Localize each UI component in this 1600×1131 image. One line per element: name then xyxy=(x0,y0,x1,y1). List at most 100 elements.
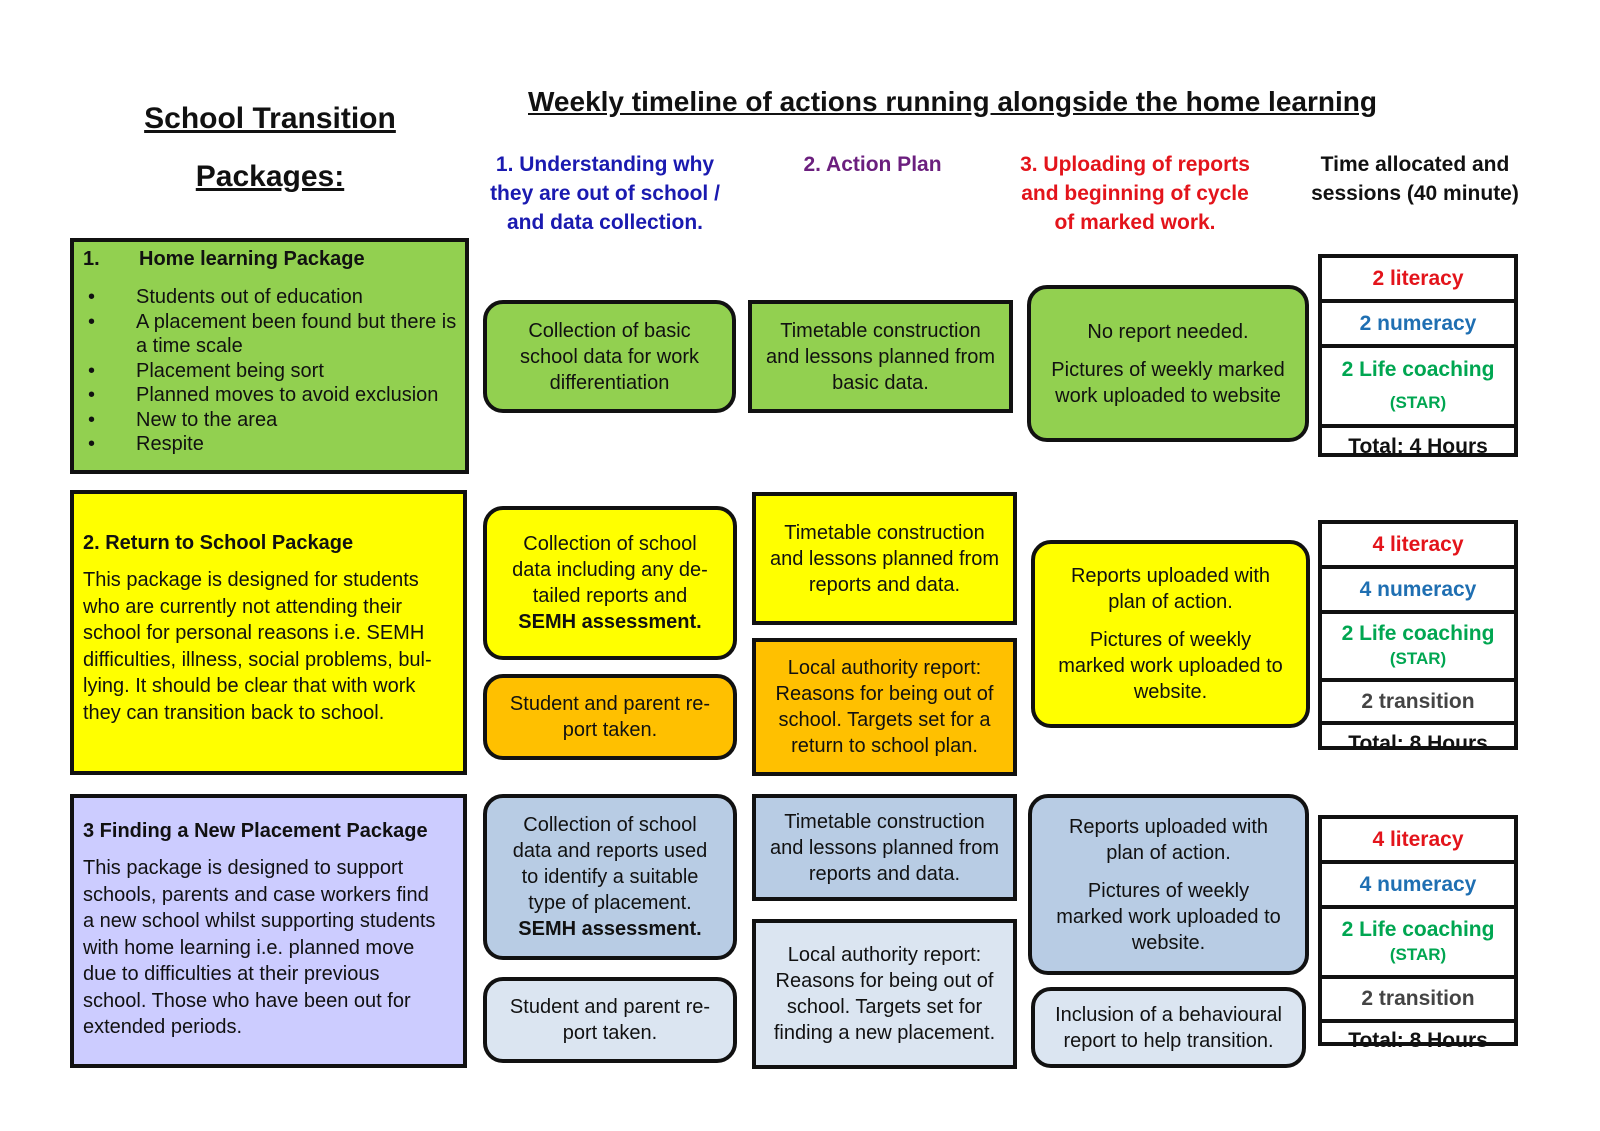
box-line: Reports uploaded with xyxy=(1070,565,1270,587)
box-line: finding a new placement. xyxy=(773,1022,996,1044)
package-3-data-collection-box: Collection of school data and reports us… xyxy=(483,794,737,960)
list-item: Planned moves to avoid exclusion xyxy=(80,383,459,408)
left-title-line2: Packages: xyxy=(195,160,345,193)
desc-line: extended periods. xyxy=(83,1016,243,1038)
box-line: and lessons planned from xyxy=(769,547,1000,570)
package-1-reports-box: No report needed. Pictures of weekly mar… xyxy=(1027,285,1309,442)
package-1-data-collection-box: Collection of basic school data for work… xyxy=(483,300,736,413)
package-3-time-table: 4 literacy 4 numeracy 2 Life coaching (S… xyxy=(1318,815,1518,1052)
time-coaching-label: 2 Life coaching xyxy=(1341,918,1495,941)
column-header-4: Time allocated and sessions (40 minute) xyxy=(1290,150,1540,208)
time-transition-label: 2 transition xyxy=(1361,987,1475,1010)
package-3-title: 3 Finding a New Placement Package xyxy=(83,820,428,842)
desc-line: lying. It should be clear that with work xyxy=(83,675,416,697)
box-line: Inclusion of a behavioural xyxy=(1055,1003,1282,1026)
package-3-behaviour-report-box: Inclusion of a behavioural report to hel… xyxy=(1031,987,1306,1068)
package-2-la-report-box: Local authority report: Reasons for bein… xyxy=(752,638,1017,776)
package-1-box: 1. Home learning Package Students out of… xyxy=(70,238,469,474)
time-coaching-label: 2 Life coaching xyxy=(1341,358,1495,381)
box-line: marked work uploaded to xyxy=(1058,655,1283,677)
time-literacy: 4 literacy xyxy=(1322,524,1514,569)
box-line: Local authority report: xyxy=(787,657,982,679)
box-line: and lessons planned from xyxy=(765,345,996,368)
time-total-label: Total: 4 Hours xyxy=(1348,434,1488,458)
column-header-3-line2: and beginning of cycle xyxy=(1021,182,1249,205)
box-line: Timetable construction xyxy=(784,521,985,544)
time-literacy: 4 literacy xyxy=(1322,819,1514,864)
column-header-1-line3: and data collection. xyxy=(506,211,704,234)
time-numeracy: 4 numeracy xyxy=(1322,569,1514,614)
box-line: differentiation xyxy=(549,371,670,394)
package-1-bullets: Students out of education A placement be… xyxy=(80,285,459,457)
column-header-3-line1: 3. Uploading of reports xyxy=(1020,153,1250,176)
box-line: Pictures of weekly xyxy=(1087,879,1250,902)
box-line: No report needed. xyxy=(1087,320,1249,343)
time-numeracy-label: 2 numeracy xyxy=(1359,311,1477,335)
list-item: Placement being sort xyxy=(80,359,459,384)
desc-line: This package is designed for students xyxy=(83,569,419,591)
box-line: Timetable construction xyxy=(780,319,981,342)
box-line: tailed reports and xyxy=(532,585,688,607)
box-line: port taken. xyxy=(562,1022,658,1044)
box-line: Collection of basic xyxy=(528,319,691,342)
desc-line: with home learning i.e. planned move xyxy=(83,936,415,959)
package-1-time-table: 2 literacy 2 numeracy 2 Life coaching (S… xyxy=(1318,254,1518,458)
package-1-action-plan-box: Timetable construction and lessons plann… xyxy=(748,300,1013,413)
column-header-1: 1. Understanding why they are out of sch… xyxy=(470,150,740,237)
package-2-description: This package is designed for students wh… xyxy=(83,567,455,726)
list-item: Respite xyxy=(80,432,459,457)
package-2-title: 2. Return to School Package xyxy=(83,532,354,554)
time-star-label: (STAR) xyxy=(1389,945,1447,964)
time-total-label: Total: 8 Hours xyxy=(1348,1028,1488,1052)
package-1-number: 1. xyxy=(83,248,100,270)
list-item: Students out of education xyxy=(80,285,459,310)
box-line: Local authority report: xyxy=(787,944,982,966)
package-2-reports-box: Reports uploaded with plan of action. Pi… xyxy=(1031,540,1310,728)
time-total: Total: 8 Hours xyxy=(1322,1023,1514,1058)
time-transition: 2 transition xyxy=(1322,979,1514,1023)
box-line: Reasons for being out of xyxy=(775,970,994,992)
package-3-reports-box: Reports uploaded with plan of action. Pi… xyxy=(1028,794,1309,975)
box-line: data including any de- xyxy=(512,559,708,581)
box-line: school data for work xyxy=(520,345,699,368)
column-header-1-line1: 1. Understanding why xyxy=(495,153,715,176)
left-title-line1: School Transition xyxy=(144,102,396,135)
package-2-data-collection-box: Collection of school data including any … xyxy=(483,506,737,660)
time-literacy: 2 literacy xyxy=(1322,258,1514,303)
box-line: plan of action. xyxy=(1108,591,1233,613)
list-item: A placement been found but there is a ti… xyxy=(80,310,459,359)
time-coaching: 2 Life coaching (STAR) xyxy=(1322,614,1514,682)
box-line: school. Targets set for a xyxy=(778,709,991,731)
box-line: type of placement. xyxy=(528,892,692,914)
desc-line: they can transition back to school. xyxy=(83,701,385,724)
list-item: New to the area xyxy=(80,408,459,433)
box-line: Pictures of weekly xyxy=(1089,629,1252,651)
box-line: Student and parent re- xyxy=(509,996,711,1018)
time-numeracy: 4 numeracy xyxy=(1322,864,1514,909)
box-line-bold: SEMH assessment. xyxy=(518,918,702,940)
time-total-label: Total: 8 Hours xyxy=(1348,731,1488,755)
box-line: Reports uploaded with xyxy=(1068,815,1268,838)
package-1-heading: 1. Home learning Package xyxy=(80,248,459,271)
package-3-action-plan-box: Timetable construction and lessons plann… xyxy=(752,794,1017,901)
time-numeracy: 2 numeracy xyxy=(1322,303,1514,348)
package-2-time-table: 4 literacy 4 numeracy 2 Life coaching (S… xyxy=(1318,520,1518,755)
box-line: school. Targets set for xyxy=(786,996,983,1018)
time-total: Total: 8 Hours xyxy=(1322,725,1514,762)
box-line: Reasons for being out of xyxy=(775,683,994,705)
desc-line: school. Those who have been out for xyxy=(83,989,411,1012)
desc-line: difficulties, illness, social problems, … xyxy=(83,648,432,671)
box-line: Student and parent re- xyxy=(509,693,711,715)
main-title: Weekly timeline of actions running along… xyxy=(528,86,1377,117)
box-line: return to school plan. xyxy=(791,735,978,757)
box-line: plan of action. xyxy=(1106,841,1231,864)
package-3-report-taken-box: Student and parent re- port taken. xyxy=(483,977,737,1063)
box-line: marked work uploaded to xyxy=(1056,905,1281,928)
box-line: port taken. xyxy=(562,719,658,741)
package-1-title: Home learning Package xyxy=(139,248,365,270)
box-line-bold: SEMH assessment. xyxy=(518,611,702,633)
box-line: data and reports used xyxy=(512,840,708,862)
package-3-description: This package is designed to support scho… xyxy=(83,855,455,1041)
box-line: and lessons planned from xyxy=(769,836,1000,859)
